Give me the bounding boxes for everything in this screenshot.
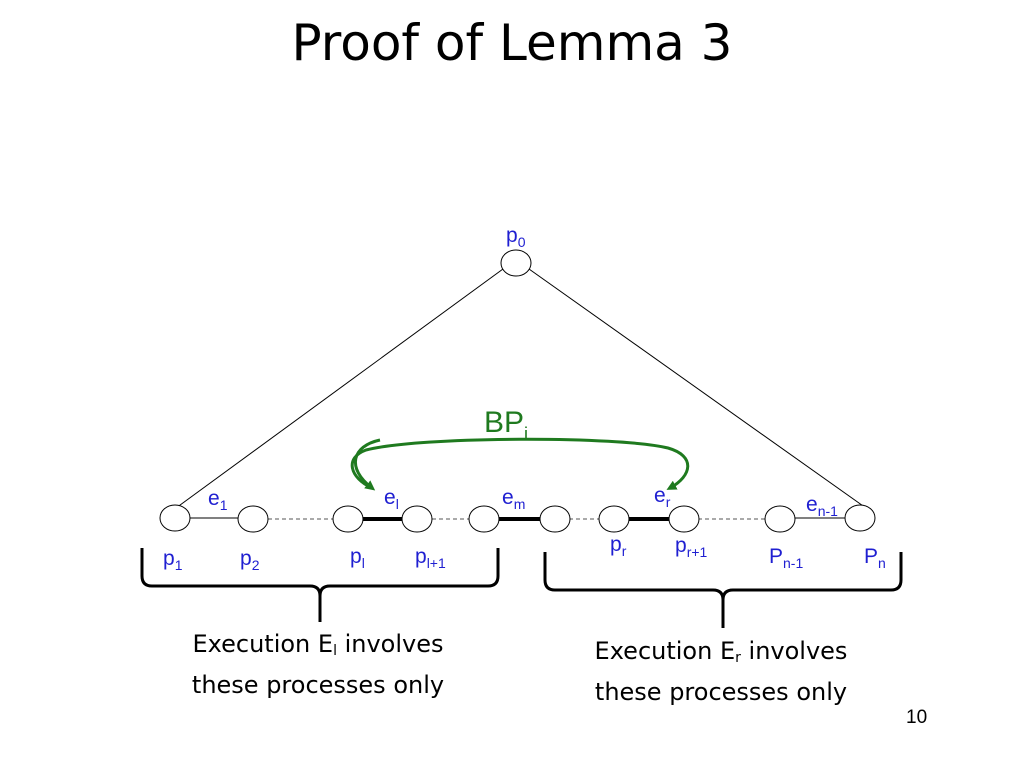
bp-arrow-left — [354, 438, 381, 491]
label-pn1: Pn-1 — [769, 545, 803, 571]
node-pn1 — [764, 505, 796, 533]
node-p2 — [237, 505, 269, 533]
root-left-link — [175, 268, 504, 509]
node-pm-right — [539, 505, 571, 533]
label-er: er — [654, 484, 671, 510]
caption-left-line1: Execution El involves — [192, 630, 444, 659]
caption-right-line2: these processes only — [594, 678, 848, 706]
slide-title: Proof of Lemma 3 — [291, 14, 733, 72]
label-pr1: pr+1 — [675, 534, 708, 560]
label-p2: p2 — [240, 547, 260, 573]
node-pl — [332, 505, 364, 533]
node-p0 — [500, 249, 532, 277]
label-p0: p0 — [506, 224, 526, 250]
label-el: el — [384, 486, 399, 512]
label-pl1: pl+1 — [415, 545, 446, 571]
caption-right-line1: Execution Er involves — [594, 637, 848, 666]
label-pn: Pn — [864, 545, 886, 571]
label-bp: BPi — [484, 406, 528, 444]
node-pm-left — [468, 505, 500, 533]
label-en1: en-1 — [806, 493, 838, 519]
node-pr — [598, 505, 630, 533]
slide-number: 10 — [906, 707, 928, 728]
root-right-link — [528, 268, 867, 509]
right-brace — [543, 552, 903, 628]
node-pl1 — [401, 505, 433, 533]
bp-arrow-right — [350, 437, 690, 490]
left-brace — [140, 548, 500, 622]
caption-left: Execution El involves these processes on… — [138, 627, 498, 702]
label-pl: pl — [350, 545, 365, 571]
node-pr1 — [668, 505, 700, 533]
caption-left-line2: these processes only — [191, 671, 445, 699]
node-p1 — [159, 504, 191, 532]
label-e1: e1 — [208, 487, 228, 513]
node-pn — [844, 504, 876, 532]
label-p1: p1 — [163, 547, 183, 573]
label-em: em — [502, 486, 525, 512]
caption-right: Execution Er involves these processes on… — [541, 634, 901, 709]
label-pr: pr — [610, 533, 627, 559]
